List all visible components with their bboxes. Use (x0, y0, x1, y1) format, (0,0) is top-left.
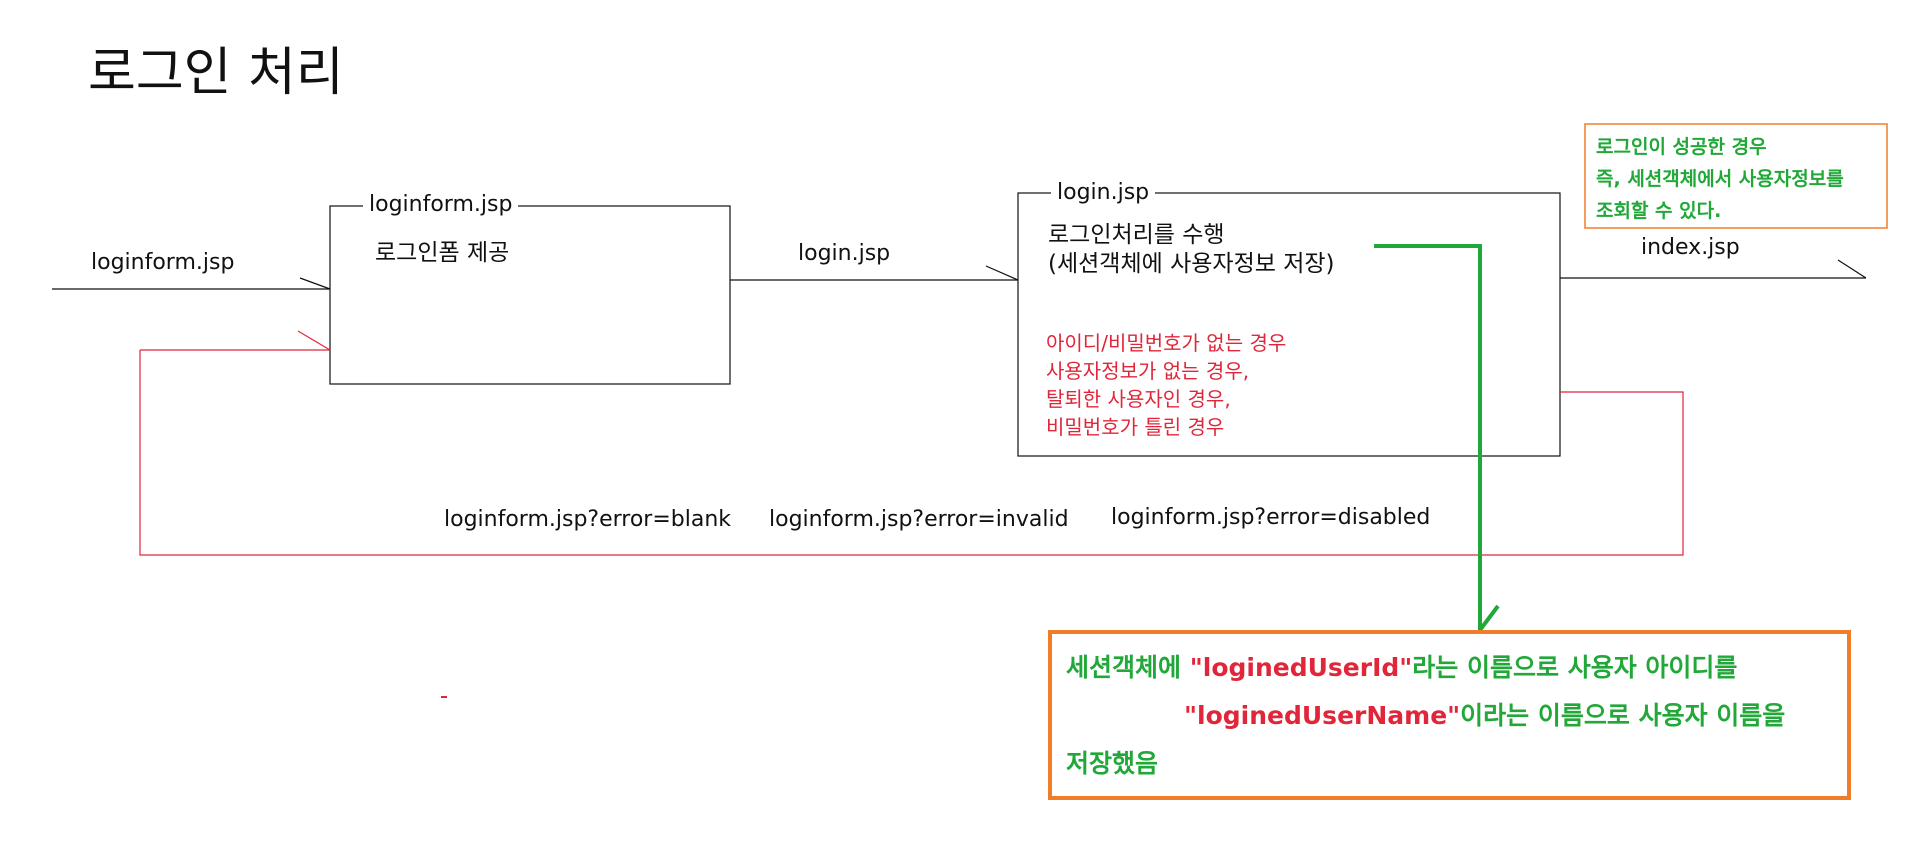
session-note-line1-tail: 라는 이름으로 사용자 아이디를 (1412, 653, 1738, 682)
login-error-item: 비밀번호가 틀린 경우 (1046, 415, 1225, 439)
error-loop-line (139, 350, 1684, 556)
login-box-border (1017, 192, 1561, 457)
login-box-line1: 로그인처리를 수행 (1048, 222, 1225, 248)
success-note-line2: 즉, 세션객체에서 사용자정보를 (1596, 168, 1844, 190)
session-note-box: 세션객체에 "loginedUserId"라는 이름으로 사용자 아이디를 "l… (1048, 630, 1851, 800)
success-arrow-label: index.jsp (1641, 235, 1740, 260)
session-note-line1-text: 세션객체에 (1066, 653, 1190, 682)
session-key-userid: "loginedUserId" (1189, 653, 1413, 682)
error-loop-head (297, 330, 331, 351)
login-error-item: 탈퇴한 사용자인 경우, (1046, 387, 1231, 411)
entry-arrow-head (299, 277, 331, 290)
login-error-item: 사용자정보가 없는 경우, (1046, 359, 1250, 383)
session-arrow-head (1478, 604, 1500, 632)
error-redirect-disabled: loginform.jsp?error=disabled (1111, 505, 1431, 530)
login-error-item: 아이디/비밀번호가 없는 경우 (1046, 331, 1287, 355)
success-note-line1: 로그인이 성공한 경우 (1596, 136, 1767, 158)
error-redirect-blank: loginform.jsp?error=blank (444, 507, 732, 532)
session-arrow-line (1374, 244, 1482, 630)
success-arrow-head (1837, 259, 1867, 279)
submit-arrow-label: login.jsp (798, 241, 891, 266)
success-note-line3: 조회할 수 있다. (1596, 200, 1722, 222)
session-note-line3: 저장했음 (1066, 749, 1159, 778)
session-note-line1: 세션객체에 "loginedUserId"라는 이름으로 사용자 아이디를 (1066, 644, 1737, 692)
success-note-border (1584, 123, 1888, 229)
session-note-line2: "loginedUserName"이라는 이름으로 사용자 이름을 (1184, 692, 1785, 740)
error-redirect-invalid: loginform.jsp?error=invalid (769, 507, 1069, 532)
loginform-box-text: 로그인폼 제공 (375, 240, 510, 266)
login-error-list: 아이디/비밀번호가 없는 경우 사용자정보가 없는 경우, 탈퇴한 사용자인 경… (1046, 329, 1286, 441)
session-key-username: "loginedUserName" (1184, 701, 1461, 730)
session-note-line2-tail: 이라는 이름으로 사용자 이름을 (1460, 701, 1786, 730)
login-box-title: login.jsp (1051, 180, 1156, 207)
loginform-box-border (329, 205, 731, 385)
entry-arrow-label: loginform.jsp (91, 250, 235, 275)
submit-arrow-head (985, 265, 1019, 281)
login-box-line2: (세션객체에 사용자정보 저장) (1048, 251, 1335, 277)
page-title: 로그인 처리 (88, 43, 344, 103)
loginform-box-title: loginform.jsp (363, 192, 519, 219)
success-note: 로그인이 성공한 경우 즉, 세션객체에서 사용자정보를 조회할 수 있다. (1596, 131, 1844, 227)
